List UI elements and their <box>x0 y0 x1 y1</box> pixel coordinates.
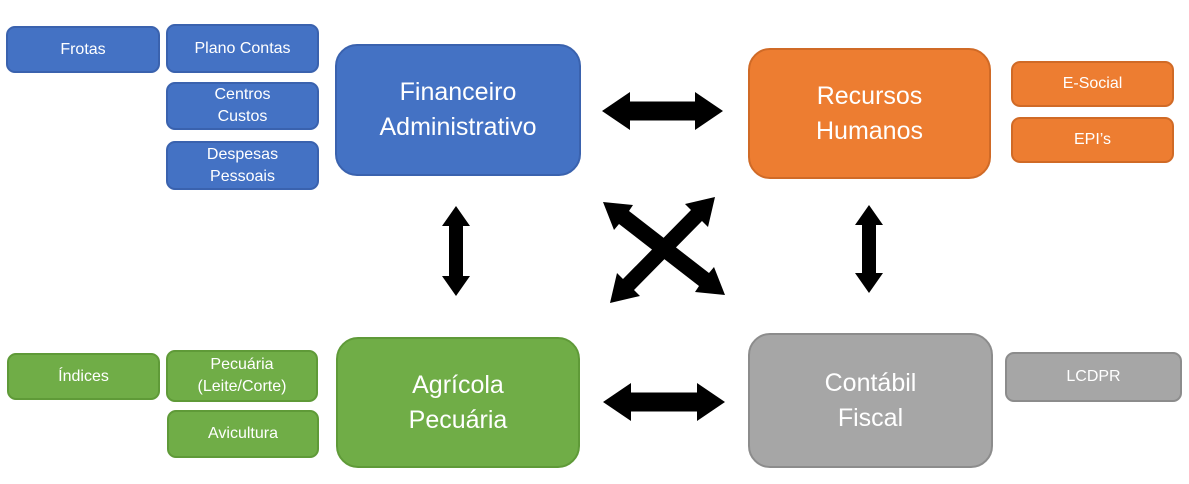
node-recursos-humanos: Recursos Humanos <box>748 48 991 179</box>
node-centros-custos: Centros Custos <box>166 82 319 130</box>
node-pecuaria-leite-corte: Pecuária (Leite/Corte) <box>166 350 318 402</box>
double-arrow-cross-down-icon <box>603 202 725 295</box>
double-arrow-recursos-contabil-icon <box>855 205 883 293</box>
double-arrow-financeiro-recursos-icon <box>602 92 723 130</box>
node-despesas-pessoais: Despesas Pessoais <box>166 141 319 190</box>
node-plano-contas: Plano Contas <box>166 24 319 73</box>
node-e-social: E-Social <box>1011 61 1174 107</box>
node-avicultura: Avicultura <box>167 410 319 458</box>
double-arrow-financeiro-agricola-icon <box>442 206 470 296</box>
double-arrow-cross-up-icon <box>610 197 715 303</box>
node-indices: Índices <box>7 353 160 400</box>
node-financeiro-administrativo: Financeiro Administrativo <box>335 44 581 176</box>
node-epis: EPI’s <box>1011 117 1174 163</box>
node-frotas: Frotas <box>6 26 160 73</box>
node-lcdpr: LCDPR <box>1005 352 1182 402</box>
node-agricola-pecuaria: Agrícola Pecuária <box>336 337 580 468</box>
double-arrow-agricola-contabil-icon <box>603 383 725 421</box>
node-contabil-fiscal: Contábil Fiscal <box>748 333 993 468</box>
